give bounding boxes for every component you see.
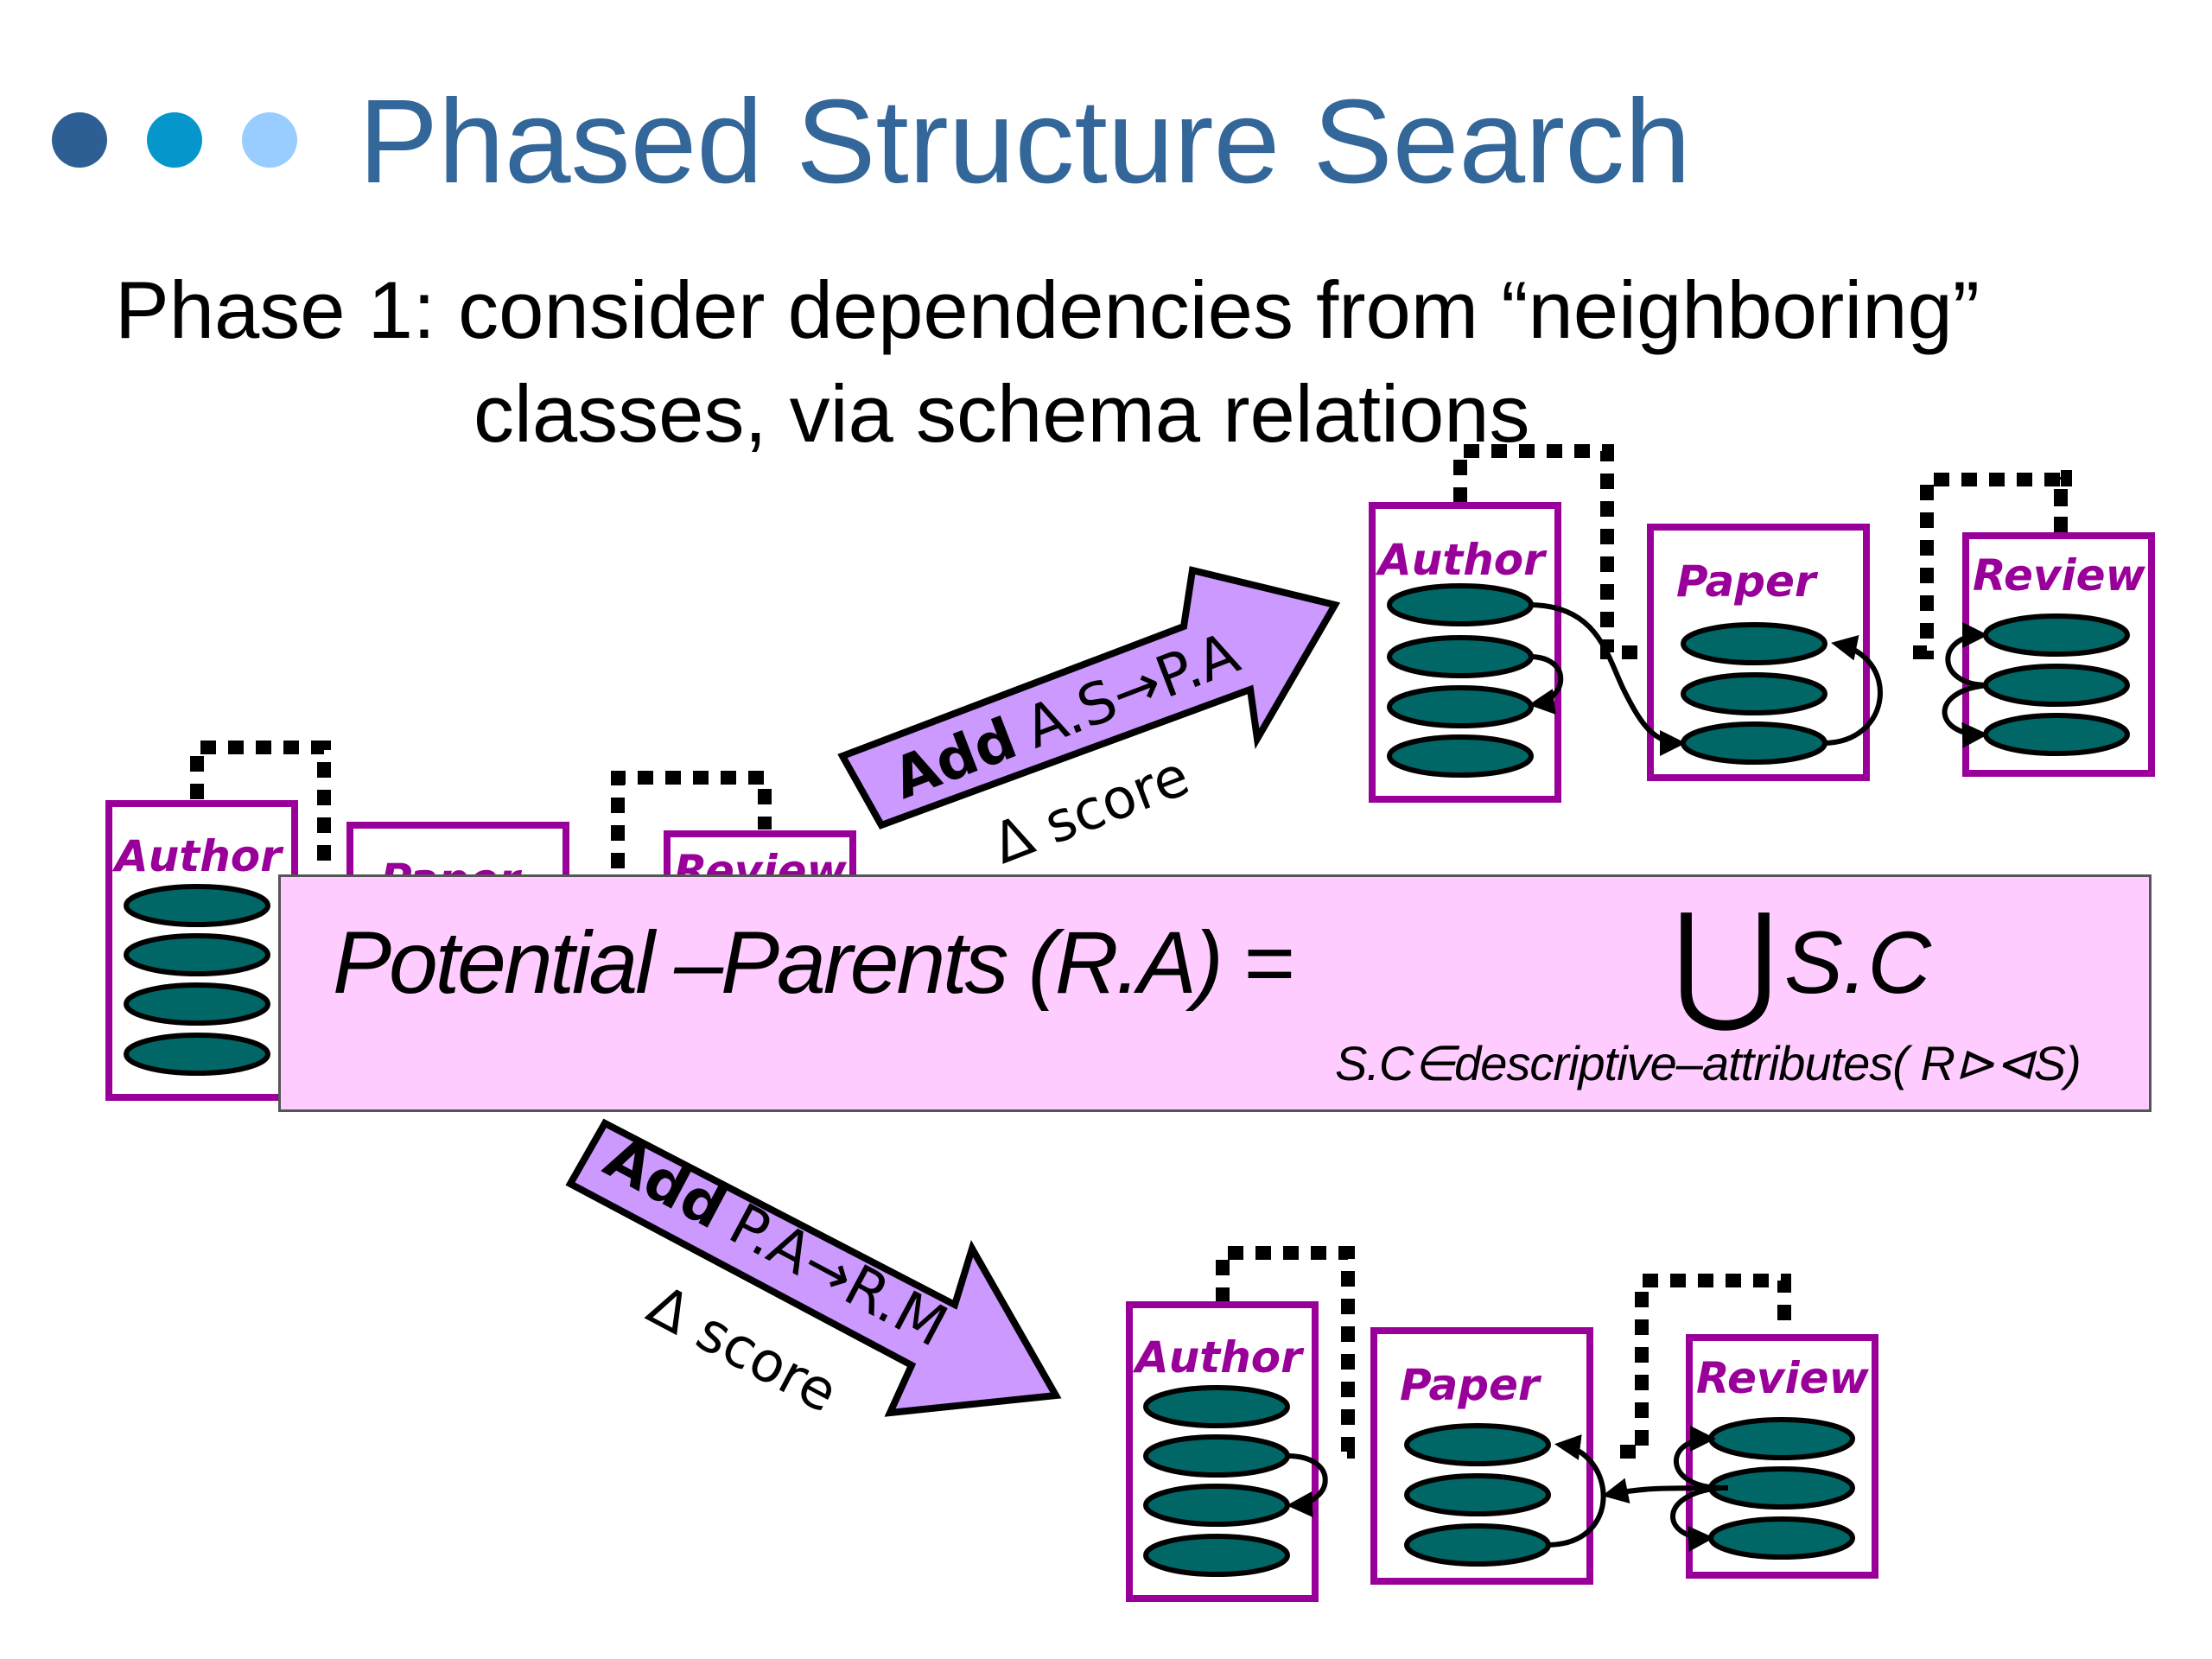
class-label-author-bottom: Author [1132,1332,1305,1382]
attribute-paper-top-1 [1681,622,1827,665]
bullet-dot-3 [242,112,297,168]
class-label-author-top: Author [1375,535,1548,585]
search-arrow-up-shape [837,566,1341,830]
self-loop-author-bottom [1216,1246,1355,1459]
search-arrow-down-shape [565,1118,1062,1417]
self-loop-author-top [1453,444,1637,659]
dependency-arrow-author-self-bottom [1287,1453,1328,1518]
network-bottom: Author Paper Review [1126,1246,1878,1602]
attribute-author-top-4 [1387,734,1534,778]
self-loop-review-top [1913,470,2072,659]
dependency-arrow-author-paper-top [1529,602,1686,756]
self-loop-author-left [190,741,331,864]
attribute-author-left-1 [124,884,270,927]
class-label-author-left: Author [111,831,284,881]
dependency-arrow-review-2-top [1942,683,1988,748]
attribute-author-left-2 [124,933,270,976]
attribute-author-top-1 [1387,583,1534,626]
attribute-author-left-3 [124,982,270,1026]
slide-title: Phased Structure Search [359,75,1691,208]
dependency-arrow-paper-self-top [1822,635,1883,746]
class-label-paper-bottom: Paper [1400,1360,1542,1410]
attribute-author-left-4 [124,1033,270,1076]
self-loop-review-bottom [1620,1274,1791,1459]
formula-union-symbol: ⋃ [1672,888,1779,1033]
attribute-review-top-1 [1983,613,2130,657]
subtitle-line-1: Phase 1: consider dependencies from “nei… [115,264,1980,355]
attribute-paper-bottom-1 [1404,1423,1551,1466]
search-arrow-up: AddA.S→P.A Δ score [837,566,1341,877]
attribute-author-bottom-1 [1143,1385,1290,1428]
dependency-arrow-author-self-top [1529,654,1564,715]
attribute-author-top-3 [1387,685,1534,728]
formula-lhs: Potential –Parents (R.A) = [333,913,1294,1012]
class-label-review-top: Review [1973,550,2146,601]
attribute-author-top-2 [1387,635,1534,678]
attribute-review-bottom-1 [1708,1417,1855,1460]
search-arrow-down: AddP.A→R.M Δ score [565,1118,1062,1426]
attribute-author-bottom-4 [1143,1534,1290,1577]
dependency-arrow-review-2-bottom [1670,1485,1720,1552]
attribute-paper-bottom-2 [1404,1473,1551,1516]
arrow-up-edge: A.S→P.A [1016,620,1248,761]
self-loop-review-left [611,771,772,868]
network-top: Author Paper Review [1369,444,2155,803]
attribute-paper-bottom-3 [1404,1523,1551,1567]
attribute-review-top-2 [1983,664,2130,707]
attribute-review-top-3 [1983,713,2130,756]
class-label-paper-top: Paper [1676,556,1819,607]
bullet-dot-1 [52,112,107,168]
subtitle-line-2: classes, via schema relations [474,368,1530,459]
attribute-author-bottom-3 [1143,1484,1290,1527]
attribute-paper-top-3 [1681,721,1827,765]
formula-box: Potential –Parents (R.A) = ⋃ S.C S.C∈des… [278,874,2152,1112]
attribute-review-bottom-3 [1708,1516,1855,1560]
attribute-paper-top-2 [1681,672,1827,715]
class-label-review-bottom: Review [1696,1353,1870,1403]
dependency-arrow-review-1-bottom [1674,1426,1720,1491]
bullet-dot-2 [147,112,202,168]
formula-rhs: S.C [1784,913,1932,1012]
attribute-author-bottom-2 [1143,1434,1290,1478]
attribute-review-bottom-2 [1708,1466,1855,1510]
formula-subscript: S.C∈descriptive–attributes( R⊳⊲S) [1335,1036,2082,1090]
dependency-arrow-review-1-top [1945,622,1988,688]
